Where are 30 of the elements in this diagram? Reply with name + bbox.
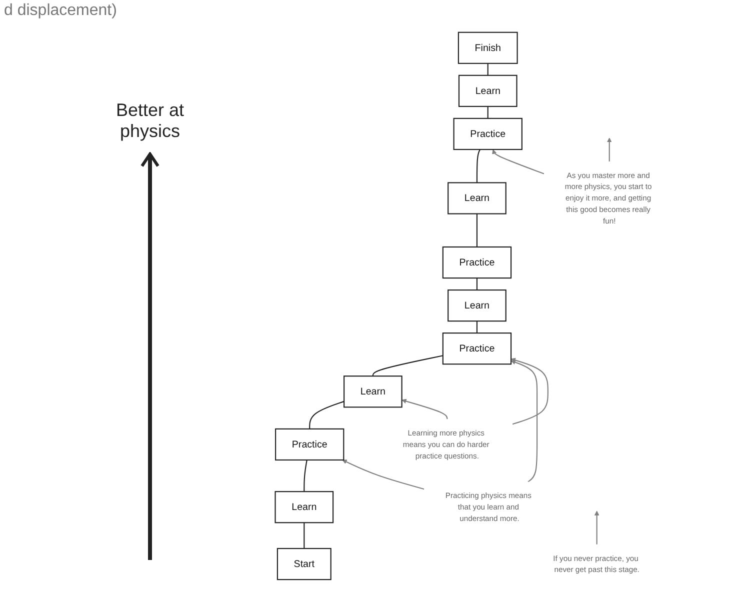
- leader-arrow: [492, 149, 544, 174]
- leader-arrow: [510, 360, 538, 482]
- leader-arrow: [342, 460, 424, 490]
- node-box: Start: [276, 548, 332, 580]
- node-box: Practice: [275, 428, 344, 461]
- leader-arrow: [402, 398, 448, 420]
- connector-line: [304, 522, 305, 548]
- axis-label: Better at physics: [114, 100, 186, 142]
- connector-line: [304, 460, 308, 492]
- node-box: Learn: [344, 376, 402, 408]
- connector-line: [372, 355, 444, 376]
- node-box: Finish: [458, 32, 518, 64]
- node-box: Practice: [442, 332, 512, 365]
- node-box: Practice: [453, 118, 522, 150]
- node-box: Learn: [448, 289, 506, 322]
- node-box: Practice: [442, 246, 512, 279]
- connector-line: [476, 149, 480, 183]
- connector-line: [487, 63, 488, 76]
- connector-line: [487, 106, 488, 118]
- connector-line: [476, 214, 478, 247]
- leader-arrow: [510, 358, 548, 425]
- note-text: d displacement): [4, 2, 117, 20]
- node-box: Learn: [448, 182, 506, 214]
- node-box: Learn: [458, 74, 518, 107]
- connector-line: [476, 321, 478, 334]
- connector-line: [476, 278, 478, 290]
- connector-line: [309, 400, 344, 429]
- leader-arrow: [606, 138, 612, 162]
- node-box: Learn: [274, 491, 334, 524]
- leader-arrow: [594, 510, 600, 544]
